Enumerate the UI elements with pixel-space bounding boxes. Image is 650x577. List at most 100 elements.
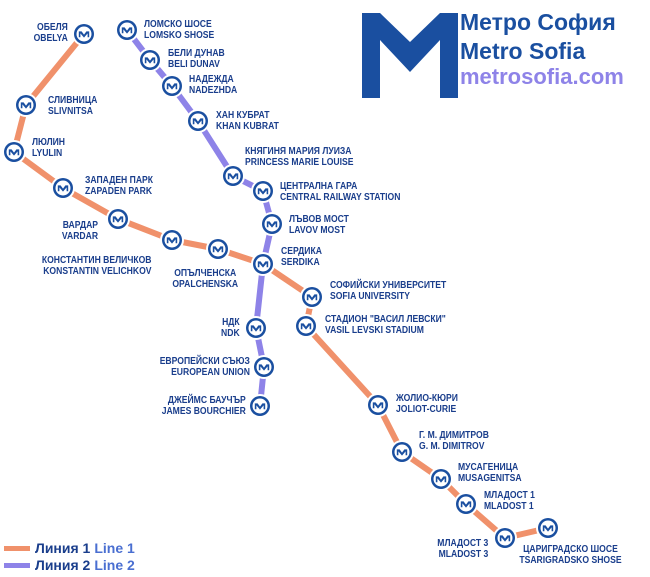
station-name-en: KONSTANTIN VELICHKOV — [43, 266, 153, 277]
label-lavov: ЛЪВОВ МОСТ LAVOV MOST — [289, 214, 349, 236]
station-name-en: ZAPADEN PARK — [85, 186, 153, 197]
station-name-en: CENTRAL RAILWAY STATION — [280, 192, 401, 203]
station-serdika-icon[interactable] — [251, 252, 275, 276]
label-ndk: НДК NDK — [221, 317, 240, 339]
station-stadion-icon[interactable] — [294, 314, 318, 338]
station-name-bg: ЦАРИГРАДСКО ШОСЕ — [523, 544, 618, 555]
legend-swatch-line-2 — [4, 562, 30, 568]
legend-line-1: Линия 1 Line 1 — [4, 540, 135, 556]
station-name-bg: КОНСТАНТИН ВЕЛИЧКОВ — [42, 255, 152, 266]
station-name-bg: Г. М. ДИМИТРОВ — [419, 430, 489, 441]
station-name-bg: ВАРДАР — [62, 220, 98, 231]
station-name-en: KHAN KUBRAT — [216, 121, 279, 132]
station-name-en: MLADOST 3 — [438, 549, 488, 560]
station-name-en: JAMES BOURCHIER — [161, 406, 246, 417]
label-opalchenska: ОПЪЛЧЕНСКА OPALCHENSKA — [172, 268, 238, 290]
label-obelya: ОБЕЛЯ OBELYA — [34, 22, 68, 44]
station-name-bg: ЛЮЛИН — [32, 137, 66, 148]
station-name-bg: КНЯГИНЯ МАРИЯ ЛУИЗА — [245, 146, 352, 157]
label-khan: ХАН КУБРАТ KHAN KUBRAT — [216, 110, 279, 132]
station-name-en: TSARIGRADSKO SHOSE — [519, 555, 622, 566]
station-name-bg: ОПЪЛЧЕНСКА — [174, 268, 237, 279]
station-lyulin-icon[interactable] — [2, 140, 26, 164]
station-name-bg: СОФИЙСКИ УНИВЕРСИТЕТ — [330, 280, 447, 291]
label-lyulin: ЛЮЛИН LYULIN — [32, 137, 65, 159]
station-name-bg: МУСАГЕНИЦА — [458, 462, 519, 473]
station-lavov-icon[interactable] — [260, 212, 284, 236]
station-james-icon[interactable] — [248, 394, 272, 418]
station-name-en: VASIL LEVSKI STADIUM — [325, 325, 424, 336]
brand-title-en: Metro Sofia — [460, 38, 586, 64]
brand-url-link[interactable]: metrosofia.com — [460, 64, 624, 89]
station-name-en: LOMSKO SHOSE — [144, 30, 215, 41]
label-dimitrov: Г. М. ДИМИТРОВ G. M. DIMITROV — [419, 430, 489, 452]
station-princess-icon[interactable] — [221, 164, 245, 188]
label-konstantin: КОНСТАНТИН ВЕЛИЧКОВ KONSTANTIN VELICHKOV — [42, 255, 152, 277]
legend-line-2-en: Line 2 — [94, 557, 135, 573]
station-name-bg: ДЖЕЙМС БАУЧЪР — [168, 395, 246, 406]
label-slivnitsa: СЛИВНИЦА SLIVNITSA — [48, 95, 97, 117]
legend-line-1-bg: Линия 1 — [35, 540, 91, 556]
station-vardar-icon[interactable] — [106, 207, 130, 231]
station-beli-icon[interactable] — [138, 48, 162, 72]
legend-line-2-bg: Линия 2 — [35, 557, 91, 573]
station-name-en: G. M. DIMITROV — [419, 441, 485, 452]
station-central-icon[interactable] — [251, 179, 275, 203]
station-mladost3-icon[interactable] — [493, 526, 517, 550]
label-james: ДЖЕЙМС БАУЧЪР JAMES BOURCHIER — [162, 395, 246, 417]
label-eu: ЕВРОПЕЙСКИ СЪЮЗ EUROPEAN UNION — [160, 356, 250, 378]
station-name-en: LYULIN — [32, 148, 63, 159]
station-name-en: LAVOV MOST — [289, 225, 346, 236]
station-name-en: MLADOST 1 — [484, 501, 534, 512]
station-name-bg: НАДЕЖДА — [189, 74, 234, 85]
label-mladost1: МЛАДОСТ 1 MLADOST 1 — [484, 490, 535, 512]
label-nadezhda: НАДЕЖДА NADEZHDA — [189, 74, 237, 96]
station-opalchenska-icon[interactable] — [206, 237, 230, 261]
station-ndk-icon[interactable] — [244, 316, 268, 340]
station-konstantin-icon[interactable] — [160, 228, 184, 252]
station-joliot-icon[interactable] — [366, 393, 390, 417]
label-princess: КНЯГИНЯ МАРИЯ ЛУИЗА PRINCESS MARIE LOUIS… — [245, 146, 353, 168]
legend-line-2: Линия 2 Line 2 — [4, 557, 135, 573]
station-name-en: EUROPEAN UNION — [171, 367, 250, 378]
label-university: СОФИЙСКИ УНИВЕРСИТЕТ SOFIA UNIVERSITY — [330, 280, 446, 302]
station-zapaden-icon[interactable] — [51, 176, 75, 200]
station-name-bg: ЗАПАДЕН ПАРК — [85, 175, 154, 186]
station-name-bg: МЛАДОСТ 3 — [437, 538, 488, 549]
station-name-bg: ЛОМСКО ШОСЕ — [144, 19, 212, 30]
label-vardar: ВАРДАР VARDAR — [62, 220, 98, 242]
label-musagenitsa: МУСАГЕНИЦА MUSAGENITSA — [458, 462, 522, 484]
legend-line-1-en: Line 1 — [94, 540, 135, 556]
station-name-en: OPALCHENSKA — [172, 279, 239, 290]
station-name-bg: ЦЕНТРАЛНА ГАРА — [280, 181, 358, 192]
station-slivnitsa-icon[interactable] — [14, 93, 38, 117]
label-stadion: СТАДИОН "ВАСИЛ ЛЕВСКИ" VASIL LEVSKI STAD… — [325, 314, 446, 336]
station-name-en: NDK — [221, 328, 240, 339]
station-name-en: SERDIKA — [281, 257, 320, 268]
label-tsarigradsko: ЦАРИГРАДСКО ШОСЕ TSARIGRADSKO SHOSE — [519, 544, 621, 566]
station-nadezhda-icon[interactable] — [160, 74, 184, 98]
label-central: ЦЕНТРАЛНА ГАРА CENTRAL RAILWAY STATION — [280, 181, 400, 203]
legend-swatch-line-1 — [4, 545, 30, 551]
station-lomsko-icon[interactable] — [115, 18, 139, 42]
station-khan-icon[interactable] — [186, 109, 210, 133]
station-name-bg: ЕВРОПЕЙСКИ СЪЮЗ — [159, 356, 250, 367]
station-name-bg: МЛАДОСТ 1 — [484, 490, 535, 501]
station-name-en: SOFIA UNIVERSITY — [330, 291, 410, 302]
station-name-en: NADEZHDA — [189, 85, 238, 96]
station-name-en: OBELYA — [33, 33, 68, 44]
station-mladost1-icon[interactable] — [454, 492, 478, 516]
station-university-icon[interactable] — [300, 285, 324, 309]
line-1-route — [11, 31, 551, 541]
station-name-en: PRINCESS MARIE LOUISE — [245, 157, 354, 168]
station-tsarigradsko-icon[interactable] — [536, 516, 560, 540]
station-name-en: VARDAR — [61, 231, 98, 242]
station-musagenitsa-icon[interactable] — [429, 467, 453, 491]
label-joliot: ЖОЛИО-КЮРИ JOLIOT-CURIE — [396, 393, 458, 415]
station-obelya-icon[interactable] — [72, 22, 96, 46]
station-eu-icon[interactable] — [252, 355, 276, 379]
metro-m-logo — [362, 13, 458, 98]
station-name-en: SLIVNITSA — [48, 106, 93, 117]
station-dimitrov-icon[interactable] — [390, 440, 414, 464]
